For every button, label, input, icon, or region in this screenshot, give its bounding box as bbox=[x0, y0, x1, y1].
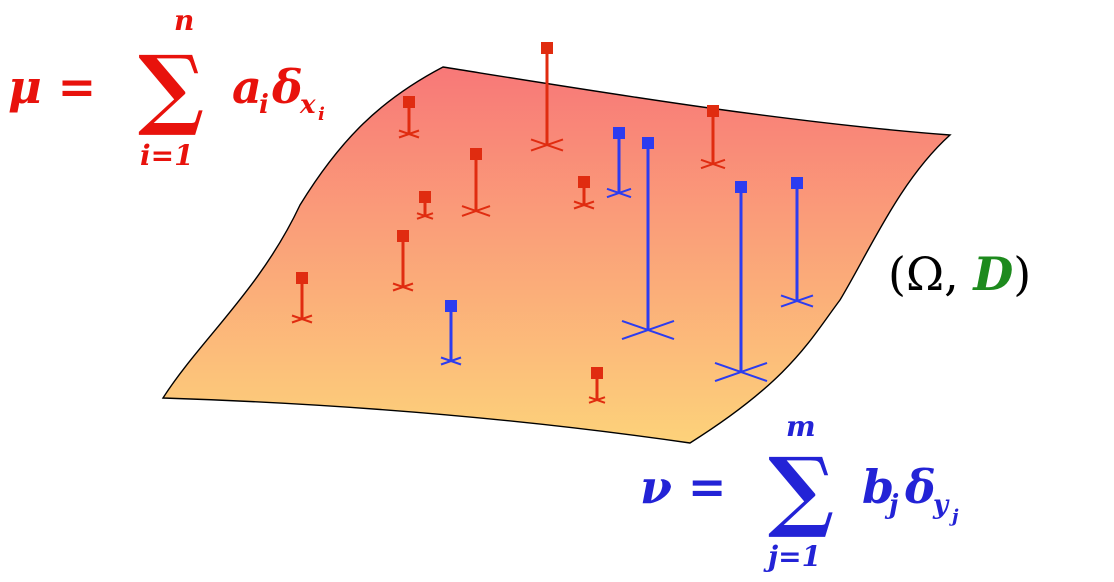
mu-dirac-6 bbox=[291, 272, 313, 324]
mu-sum-symbol: ∑ bbox=[138, 35, 204, 139]
nu-upper-limit: m bbox=[786, 410, 816, 443]
space-label-close: ) bbox=[1013, 247, 1031, 301]
mu-dirac-4 bbox=[416, 191, 434, 220]
mu-dirac-8 bbox=[573, 176, 595, 210]
space-label-D: D bbox=[971, 247, 1013, 301]
nu-term-delta: δ bbox=[904, 460, 936, 514]
nu-dirac-3-base-b bbox=[714, 361, 768, 383]
nu-dirac-2-head bbox=[642, 137, 654, 149]
nu-dirac-2 bbox=[621, 137, 675, 341]
mu-dirac-8-head bbox=[578, 176, 590, 188]
nu-dirac-4-base-b bbox=[780, 294, 814, 308]
mu-dirac-7-head bbox=[707, 105, 719, 117]
nu-dirac-5-base-b bbox=[440, 356, 462, 366]
surface-omega bbox=[161, 66, 952, 444]
nu-term-b: b bbox=[862, 460, 894, 514]
mu-dirac-5-head bbox=[397, 230, 409, 242]
nu-lhs: ν = bbox=[640, 460, 726, 514]
mu-dirac-7 bbox=[700, 105, 726, 170]
mu-dirac-2 bbox=[398, 96, 420, 139]
nu-dirac-3 bbox=[714, 181, 768, 383]
mu-dirac-6-head bbox=[296, 272, 308, 284]
mu-lower-limit: i=1 bbox=[140, 139, 194, 172]
mu-dirac-3-base-b bbox=[461, 205, 491, 217]
nu-dirac-3-head bbox=[735, 181, 747, 193]
mu-dirac-4-base-b bbox=[416, 212, 434, 220]
nu-dirac-4-head bbox=[791, 177, 803, 189]
mu-dirac-2-base-b bbox=[398, 129, 420, 139]
nu-term-delta-sub-y: y bbox=[932, 490, 950, 520]
mu-dirac-5-base-b bbox=[392, 282, 414, 292]
mu-dirac-9 bbox=[588, 367, 606, 404]
nu-term-delta-sub-j: j bbox=[949, 506, 959, 527]
nu-dirac-2-base-b bbox=[621, 319, 675, 341]
mu-term-a: a bbox=[232, 60, 262, 114]
mu-dirac-7-base-b bbox=[700, 158, 726, 170]
nu-dirac-5 bbox=[440, 300, 462, 366]
mu-term-delta-sub-i: i bbox=[318, 104, 325, 125]
mu-term-delta-sub-x: x bbox=[299, 90, 316, 120]
nu-dirac-1-base-b bbox=[606, 187, 632, 199]
mu-lhs: μ = bbox=[8, 60, 96, 114]
nu-sum-symbol: ∑ bbox=[768, 437, 834, 541]
mu-dirac-8-base-b bbox=[573, 200, 595, 210]
mu-dirac-1-head bbox=[541, 42, 553, 54]
mu-dirac-3 bbox=[461, 148, 491, 217]
mu-term-a-sub: i bbox=[259, 90, 269, 120]
nu-dirac-4 bbox=[780, 177, 814, 308]
nu-lower-limit: j=1 bbox=[763, 540, 821, 573]
nu-dirac-1 bbox=[606, 127, 632, 199]
mu-formula: μ = ∑ n i=1 a i δ x i bbox=[8, 4, 325, 172]
mu-dirac-5 bbox=[392, 230, 414, 292]
nu-formula: ν = ∑ m j=1 b j δ y j bbox=[640, 410, 959, 573]
mu-upper-limit: n bbox=[174, 4, 194, 37]
nu-dirac-1-head bbox=[613, 127, 625, 139]
mu-dirac-1 bbox=[530, 42, 564, 152]
mu-diracs bbox=[291, 42, 726, 404]
mu-dirac-9-base-b bbox=[588, 396, 606, 404]
nu-dirac-5-head bbox=[445, 300, 457, 312]
nu-diracs bbox=[440, 127, 814, 383]
mu-dirac-6-base-b bbox=[291, 314, 313, 324]
mu-dirac-3-head bbox=[470, 148, 482, 160]
mu-dirac-9-head bbox=[591, 367, 603, 379]
mu-dirac-4-head bbox=[419, 191, 431, 203]
mu-dirac-1-base-b bbox=[530, 138, 564, 152]
mu-term-delta: δ bbox=[271, 60, 303, 114]
space-label: (Ω, D) bbox=[888, 247, 1031, 301]
space-label-open: (Ω, bbox=[888, 247, 973, 301]
mu-dirac-2-head bbox=[403, 96, 415, 108]
